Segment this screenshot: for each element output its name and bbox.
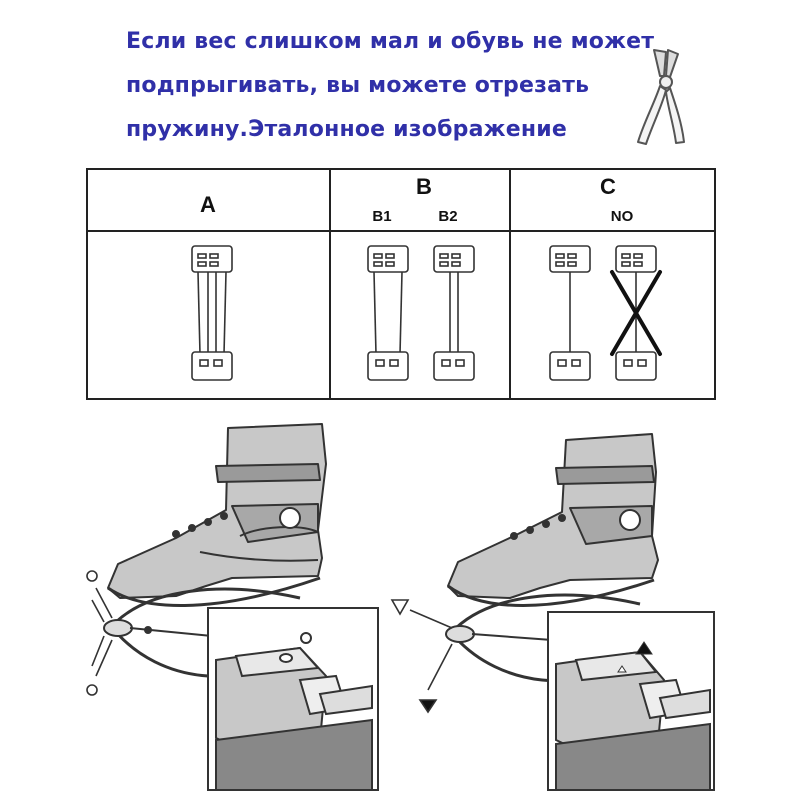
detail-inset-left (207, 607, 379, 791)
instruction-line-1: Если вес слишком мал и обувь не может (126, 29, 655, 54)
column-c-note-label: NO (610, 208, 634, 225)
table-header-divider (88, 230, 714, 232)
circle-marker-icon (86, 684, 98, 696)
spring-frame-icon (191, 245, 233, 381)
triangle-marker-icon (635, 641, 653, 655)
spring-frame-b1-icon (367, 245, 409, 381)
detail-inset-right (547, 611, 715, 791)
triangle-marker-icon (390, 599, 410, 616)
column-b-label: B (416, 174, 432, 199)
table-column-divider-2 (509, 170, 511, 398)
spring-frame-c1-icon (549, 245, 591, 381)
triangle-marker-icon (418, 699, 438, 714)
direction-arrows-left (86, 570, 113, 696)
instruction-text: Если вес слишком мал и обувь не может по… (126, 20, 655, 152)
column-a-label: A (200, 192, 216, 217)
boot-installation-diagram (86, 423, 715, 791)
column-b2-label: B2 (438, 208, 458, 225)
table-column-divider-1 (329, 170, 331, 398)
column-b1-label: B1 (372, 208, 392, 225)
spring-frame-b2-icon (433, 245, 475, 381)
instruction-line-3: пружину.Эталонное изображение (126, 117, 567, 142)
pliers-icon (637, 49, 685, 145)
spring-reference-table: A B B1 B2 C NO (86, 168, 716, 400)
column-c-label: C (600, 174, 616, 199)
spring-frame-c2-icon (610, 245, 662, 381)
boot-illustration-left (103, 423, 327, 678)
cross-mark-icon (610, 270, 662, 356)
circle-marker-icon (86, 570, 98, 582)
boot-illustration-right (445, 433, 659, 683)
instruction-line-2: подпрыгивать, вы можете отрезать (126, 73, 590, 98)
direction-arrows-right (390, 599, 453, 714)
